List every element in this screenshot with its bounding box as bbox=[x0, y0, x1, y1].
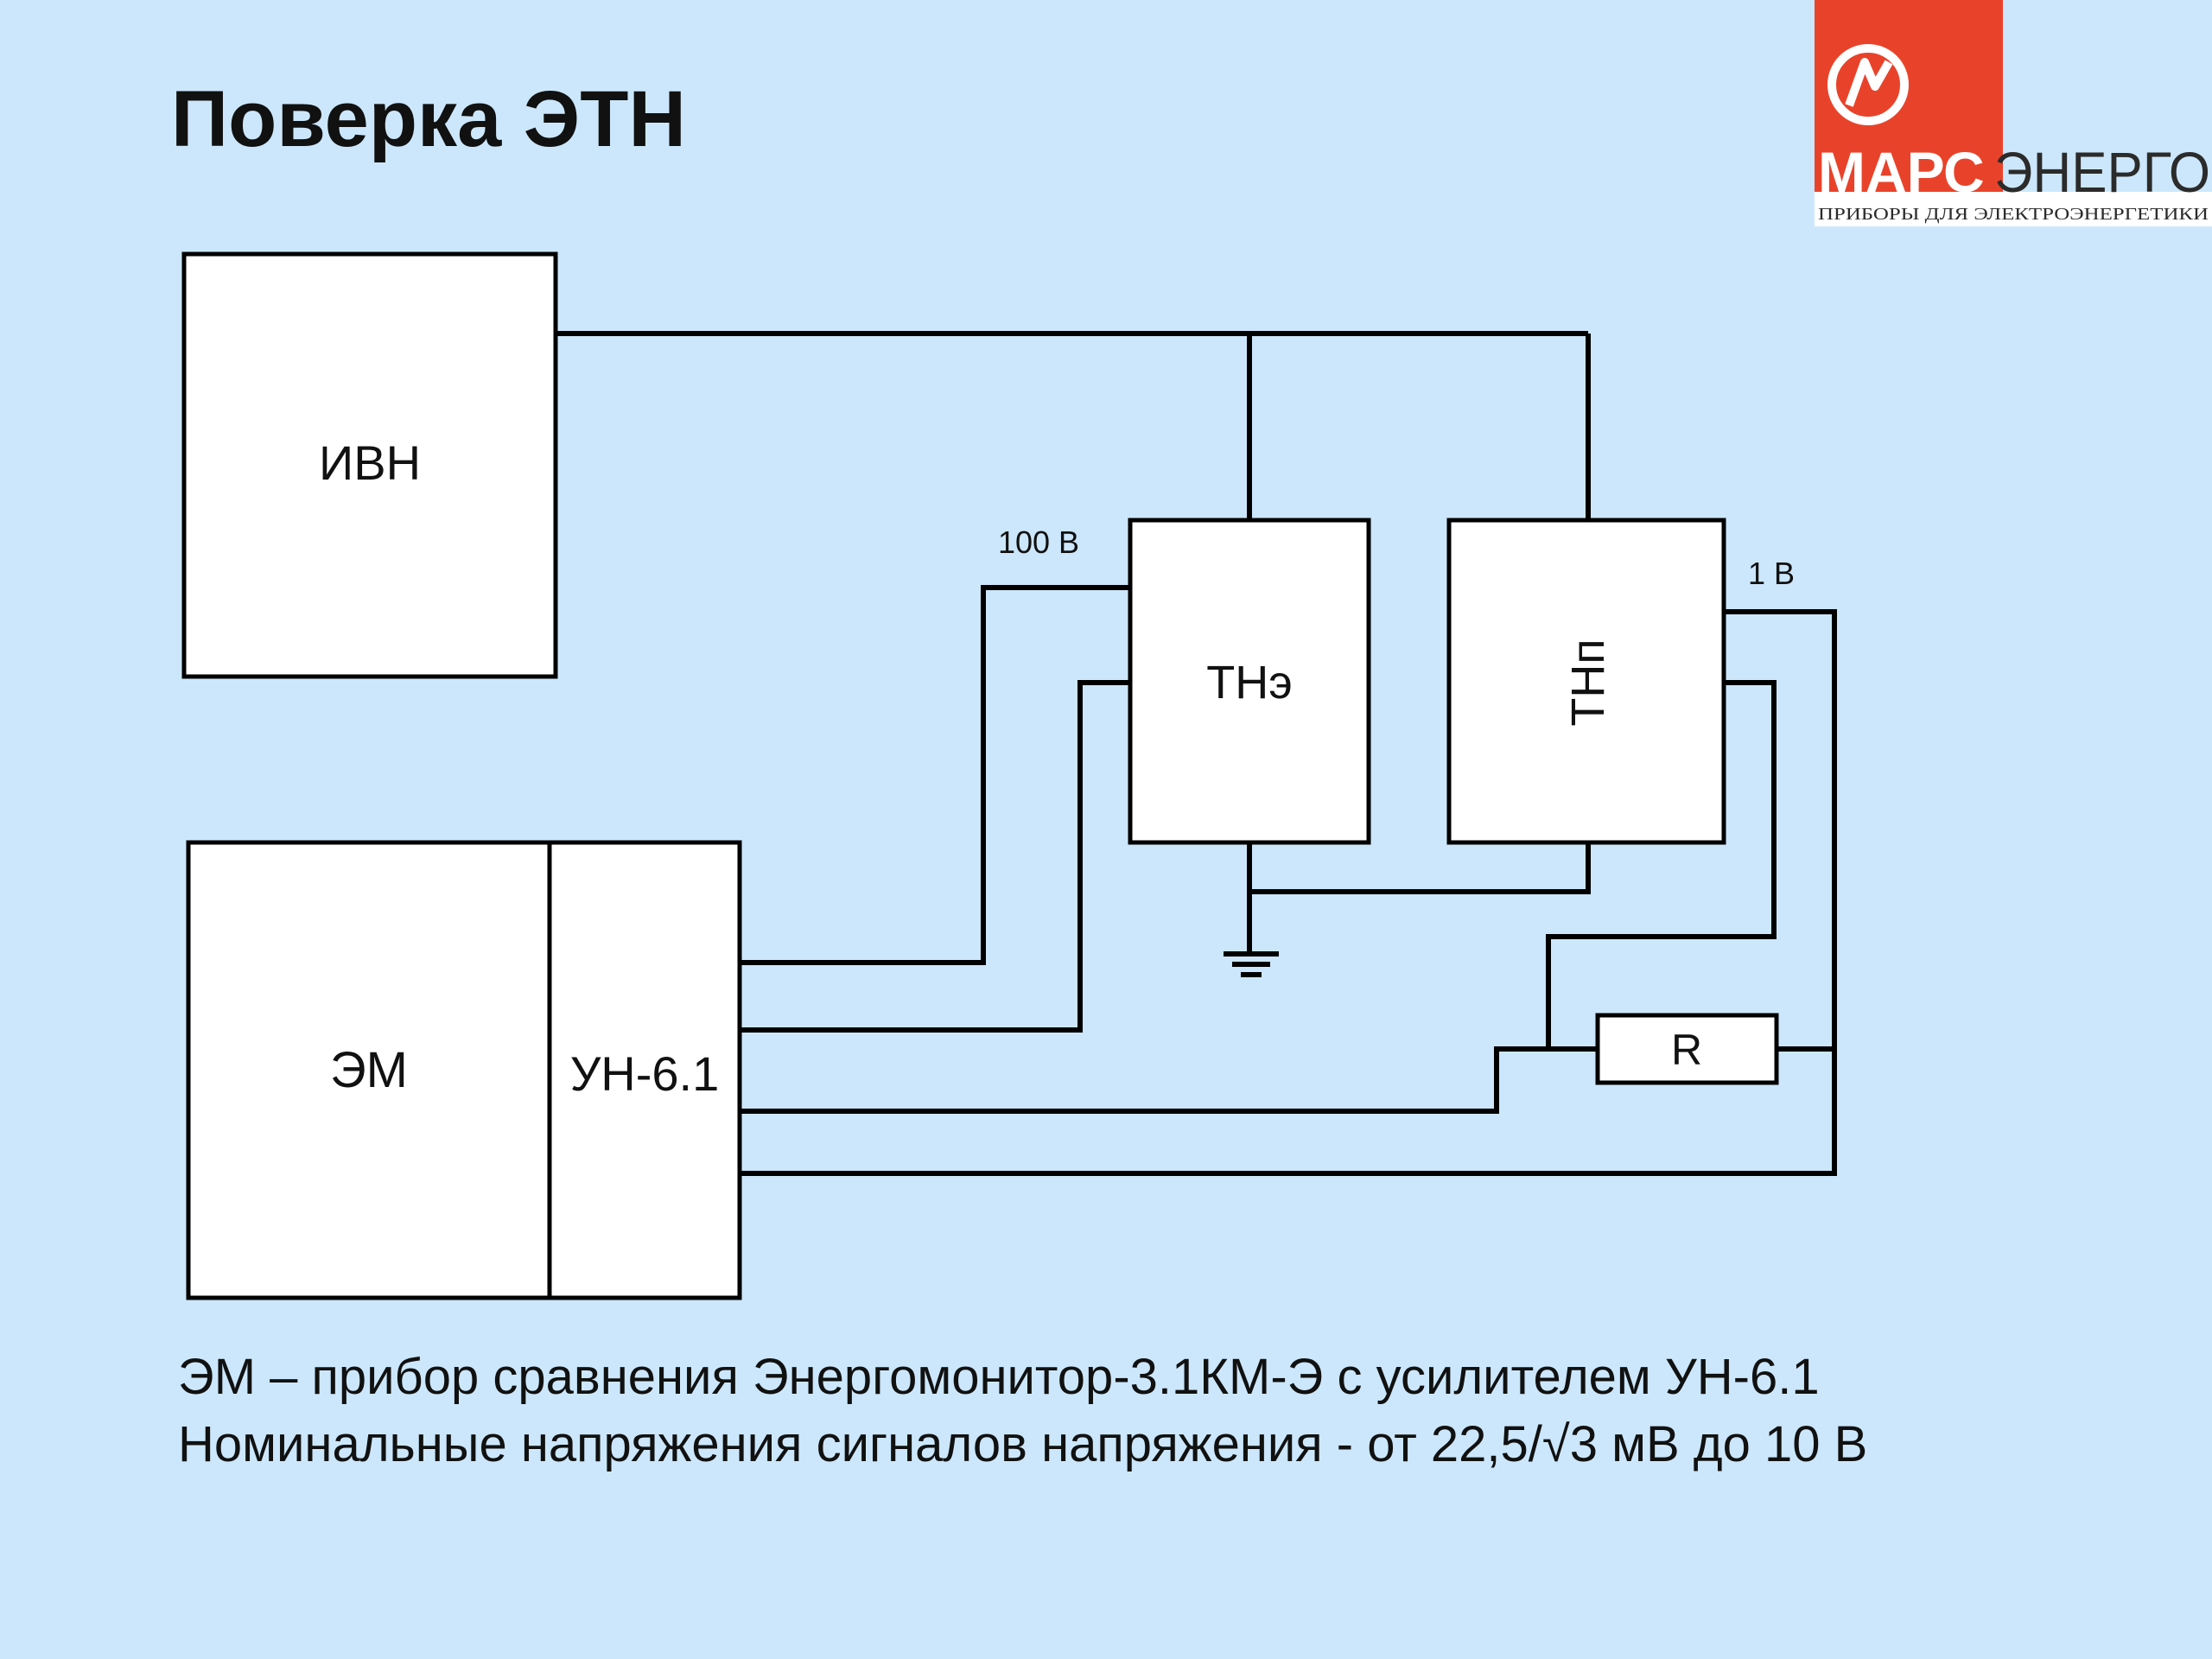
block-ivn bbox=[181, 251, 558, 679]
wire-r-left bbox=[740, 1046, 1598, 1114]
label-em: ЭМ bbox=[330, 1042, 408, 1098]
page-title: Поверка ЭТН bbox=[171, 75, 686, 163]
label-100v: 100 В bbox=[998, 524, 1079, 560]
label-1v: 1 В bbox=[1748, 556, 1795, 591]
label-un: УН-6.1 bbox=[570, 1046, 720, 1101]
logo-tagline: ПРИБОРЫ ДЛЯ ЭЛЕКТРОЭНЕРГЕТИКИ bbox=[1818, 205, 2209, 224]
block-the bbox=[1128, 518, 1371, 845]
wire-ground bbox=[1247, 842, 1591, 894]
wire-the-out1 bbox=[740, 585, 1130, 965]
caption-line-2: Номинальные напряжения сигналов напряжен… bbox=[178, 1416, 1868, 1472]
wires bbox=[556, 331, 1837, 1176]
logo-brand-right: ЭНЕРГО bbox=[1994, 140, 2210, 204]
resistor-r bbox=[1595, 1013, 1779, 1085]
label-the: ТНэ bbox=[1206, 657, 1293, 709]
block-un bbox=[547, 840, 742, 1300]
label-ivn: ИВН bbox=[319, 435, 421, 490]
caption-line-1: ЭМ – прибор сравнения Энергомонитор-3.1К… bbox=[178, 1349, 1820, 1405]
block-thp bbox=[1446, 518, 1726, 845]
label-thp: ТНп bbox=[1562, 639, 1614, 726]
logo-brand-left: МАРС bbox=[1818, 140, 1985, 204]
label-r: R bbox=[1671, 1026, 1702, 1074]
wire-r-right bbox=[740, 1049, 1837, 1176]
wire-the-out2 bbox=[740, 680, 1130, 1033]
block-em bbox=[186, 840, 552, 1300]
wire-thp-out1 bbox=[1724, 609, 1837, 1052]
marsenergo-logo: МАРС ЭНЕРГО ПРИБОРЫ ДЛЯ ЭЛЕКТРОЭНЕРГЕТИК… bbox=[1815, 0, 2212, 226]
